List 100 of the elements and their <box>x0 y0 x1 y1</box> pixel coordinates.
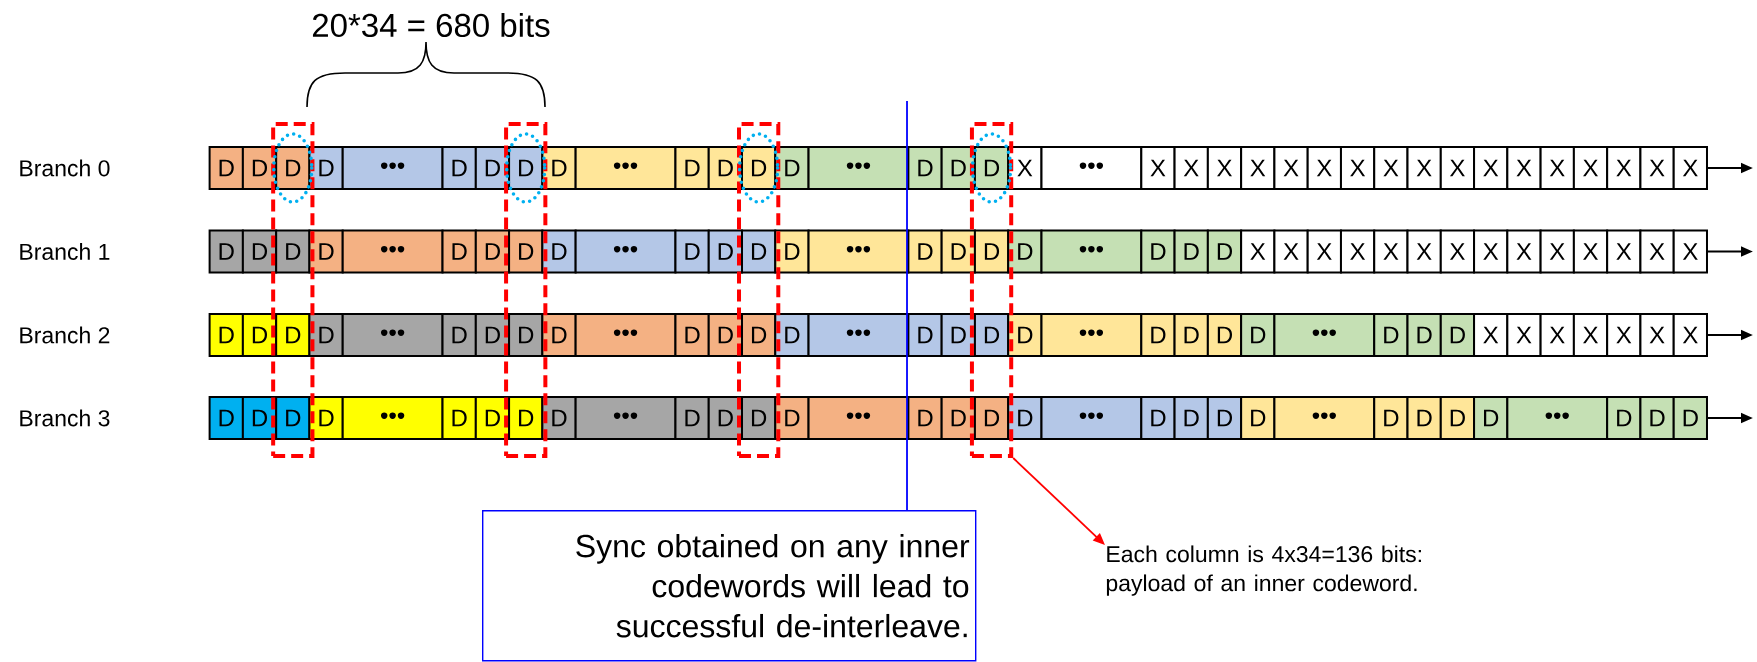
bit-cell: D <box>1240 313 1276 357</box>
bit-cell: D <box>973 396 1010 440</box>
bit-cell: D <box>508 396 544 440</box>
bit-cell: D <box>275 396 311 440</box>
bit-cell: D <box>1473 396 1509 440</box>
bit-cell: D <box>1439 313 1476 357</box>
bit-cell: X <box>1173 146 1209 190</box>
bit-count-label: 20*34 = 680 bits <box>312 12 550 38</box>
bit-cell: D <box>707 146 743 190</box>
arrow <box>1012 457 1105 545</box>
bit-cell: X <box>1506 146 1542 190</box>
bit-cell: X <box>1439 146 1476 190</box>
bit-cell: D <box>474 229 511 274</box>
bit-cell: D <box>1206 229 1243 274</box>
bit-cell: X <box>1506 313 1542 357</box>
bit-cell: X <box>1473 146 1509 190</box>
bit-cell: D <box>508 229 544 274</box>
bit-cell: D <box>741 396 777 440</box>
bit-cell: X <box>1306 146 1342 190</box>
bit-cell: X <box>1373 146 1409 190</box>
bit-cell: D <box>674 229 710 274</box>
bit-cell: D <box>275 229 311 274</box>
bit-cell: X <box>1339 229 1376 274</box>
bit-cell: D <box>308 313 344 357</box>
bit-cell: D <box>441 229 477 274</box>
bit-cell: D <box>1373 396 1409 440</box>
bit-cell: D <box>1672 396 1708 440</box>
bit-cell: D <box>1140 313 1176 357</box>
bit-cell: D <box>1173 229 1209 274</box>
bit-cell: X <box>1140 146 1176 190</box>
bit-cell: D <box>907 146 943 190</box>
bit-cell: D <box>208 146 244 190</box>
dashed-column-box <box>504 122 548 458</box>
bit-cell: D <box>741 229 777 274</box>
bit-cell: X <box>1406 229 1442 274</box>
bit-cell: X <box>1639 313 1675 357</box>
bit-cell: X <box>1672 229 1708 274</box>
bit-cell: D <box>1173 396 1209 440</box>
bit-cell: D <box>707 229 743 274</box>
bit-cell: D <box>1406 396 1442 440</box>
leader-line <box>906 100 908 511</box>
bit-cell: D <box>208 229 244 274</box>
bit-cell: D <box>1439 396 1476 440</box>
bit-cell: D <box>508 313 544 357</box>
bit-cell: D <box>474 396 511 440</box>
branch-label: Branch 1 <box>20 243 110 260</box>
callout-box: Sync obtained on any inner codewords will lead to successful de-interleave. <box>482 510 977 662</box>
bit-cell: D <box>441 146 477 190</box>
bit-cell: X <box>1240 146 1276 190</box>
bit-cell: X <box>1539 146 1575 190</box>
bit-cell: X <box>1473 313 1509 357</box>
bit-cell: D <box>707 396 743 440</box>
bit-cell: X <box>1572 313 1609 357</box>
bit-cell: D <box>508 146 544 190</box>
bit-cell: D <box>774 146 810 190</box>
bit-cell: D <box>940 146 976 190</box>
bit-cell: X <box>1572 146 1609 190</box>
bit-cell: X <box>1439 229 1476 274</box>
bit-cell: D <box>441 313 477 357</box>
bit-cell: D <box>241 229 278 274</box>
branch-label: Branch 2 <box>20 326 110 344</box>
bit-cell: D <box>907 396 943 440</box>
bit-cell: D <box>308 146 344 190</box>
branch-label: Branch 0 <box>20 159 110 177</box>
bit-cell: D <box>275 146 311 190</box>
bit-cell: X <box>1240 229 1276 274</box>
bit-cell: X <box>1639 146 1675 190</box>
bit-cell: D <box>474 313 511 357</box>
bit-cell: D <box>474 146 511 190</box>
bit-cell: X <box>1606 313 1642 357</box>
dashed-column-box <box>271 122 315 458</box>
bit-cell: X <box>1206 146 1243 190</box>
bit-cell: D <box>907 313 943 357</box>
bit-cell: D <box>241 313 278 357</box>
bit-cell: X <box>1672 313 1708 357</box>
dashed-column-box <box>737 122 781 458</box>
bit-cell: D <box>1606 396 1642 440</box>
bit-cell: D <box>774 396 810 440</box>
bit-cell: D <box>774 229 810 274</box>
bit-cell: D <box>308 396 344 440</box>
bit-cell: X <box>1672 146 1708 190</box>
bit-cell: D <box>1140 396 1176 440</box>
bit-cell: X <box>1639 229 1675 274</box>
bit-cell: X <box>1572 229 1609 274</box>
bit-cell: D <box>1140 229 1176 274</box>
bit-cell: D <box>774 313 810 357</box>
bit-cell: D <box>973 146 1010 190</box>
bit-cell: X <box>1273 146 1309 190</box>
bit-cell: D <box>940 396 976 440</box>
branch-label: Branch 3 <box>20 409 110 427</box>
bit-cell: D <box>674 396 710 440</box>
bit-cell: D <box>973 313 1010 357</box>
bit-cell: D <box>907 229 943 274</box>
dashed-column-box <box>969 122 1014 458</box>
bit-cell: D <box>275 313 311 357</box>
bit-cell: X <box>1406 146 1442 190</box>
bit-cell: D <box>674 146 710 190</box>
bit-cell: X <box>1539 313 1575 357</box>
bit-cell: X <box>1373 229 1409 274</box>
bit-cell: D <box>940 229 976 274</box>
